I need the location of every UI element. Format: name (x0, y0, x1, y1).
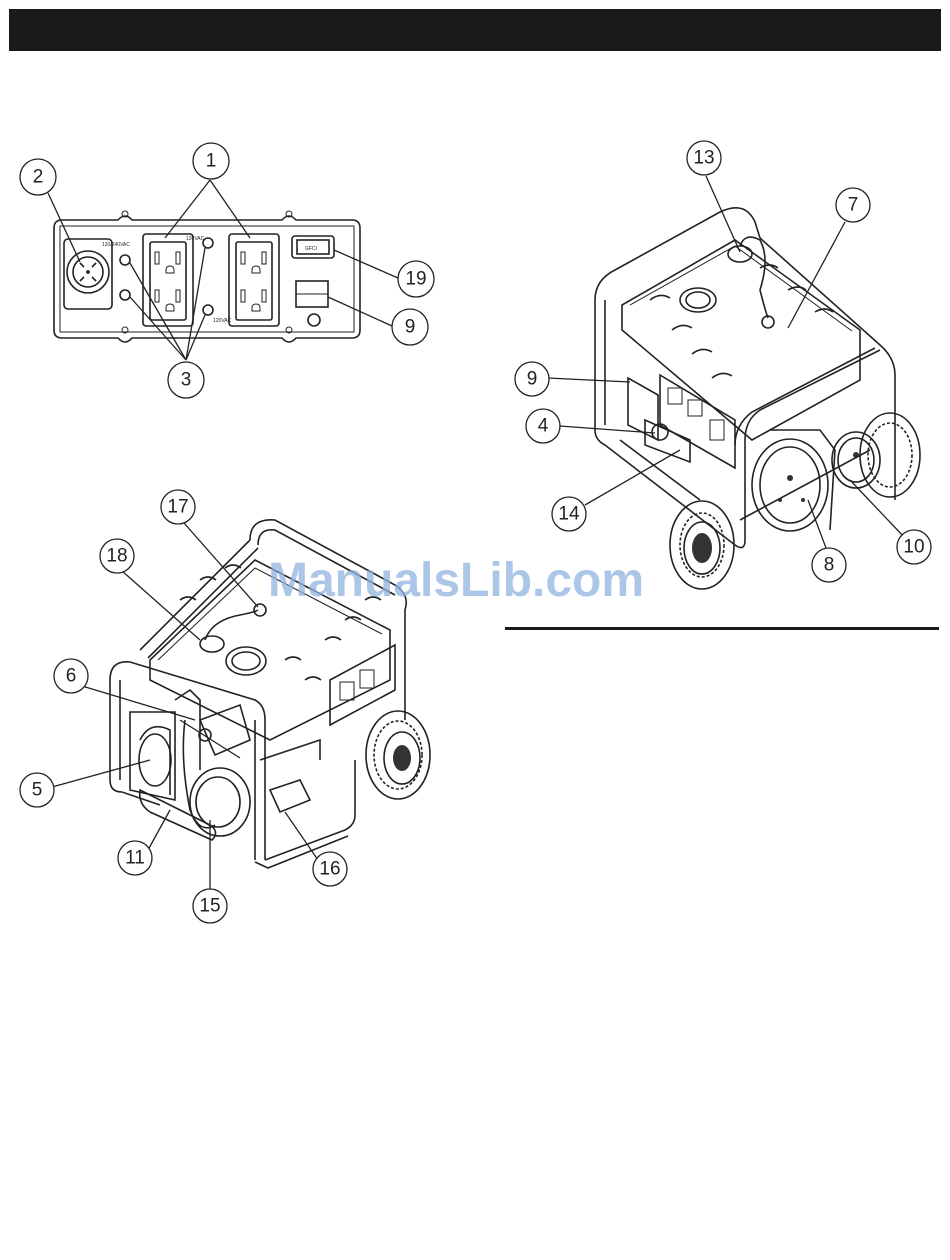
svg-text:11: 11 (125, 848, 145, 869)
callout-18: 18 (100, 539, 134, 573)
recoil-starter (190, 768, 250, 836)
control-panel: 120/240VAC 120VAC 120VAC GFCI (54, 211, 360, 342)
callout-7: 7 (836, 188, 870, 222)
duplex-receptacle-right (229, 234, 279, 326)
svg-text:10: 10 (903, 537, 924, 558)
muffler (832, 432, 880, 488)
svg-text:19: 19 (405, 269, 426, 290)
fuel-gauge (728, 246, 752, 262)
breaker-icon (120, 290, 130, 300)
air-filter (130, 712, 175, 800)
callout-2: 2 (20, 159, 56, 195)
callout-19: 19 (398, 261, 434, 297)
breaker-icon (120, 255, 130, 265)
svg-text:18: 18 (106, 546, 127, 567)
ground-terminal (308, 314, 320, 326)
callout-10: 10 (897, 530, 931, 564)
panel-leaders (48, 180, 398, 360)
generator-rear-view (595, 208, 920, 589)
rear-view-leaders (548, 176, 905, 548)
breaker-icon (203, 305, 213, 315)
svg-text:9: 9 (405, 317, 416, 338)
svg-text:15: 15 (199, 896, 220, 917)
svg-text:7: 7 (848, 195, 859, 216)
label-120-240vac: 120/240VAC (102, 242, 130, 248)
wheel-right (860, 413, 920, 497)
callout-3: 3 (168, 362, 204, 398)
callout-13: 13 (687, 141, 721, 175)
callout-14: 14 (552, 497, 586, 531)
svg-text:5: 5 (32, 780, 43, 801)
svg-text:1: 1 (206, 151, 217, 172)
twist-lock-receptacle (64, 239, 112, 309)
breaker-icon (203, 238, 213, 248)
wheel-front (366, 711, 430, 799)
alternator (752, 439, 828, 531)
svg-text:8: 8 (824, 555, 835, 576)
svg-text:6: 6 (66, 666, 77, 687)
callout-5: 5 (20, 773, 54, 807)
callout-15: 15 (193, 889, 227, 923)
callout-16: 16 (313, 852, 347, 886)
callout-17: 17 (161, 490, 195, 524)
svg-text:4: 4 (538, 416, 549, 437)
handle (140, 790, 216, 840)
label-120vac-a: 120VAC (186, 236, 205, 242)
callout-6: 6 (54, 659, 88, 693)
svg-text:9: 9 (527, 369, 538, 390)
watermark: ManualsLib.com (268, 554, 644, 607)
callout-1: 1 (193, 143, 229, 179)
duplex-receptacle-left (143, 234, 193, 326)
svg-text:14: 14 (558, 504, 580, 525)
callout-11: 11 (118, 841, 152, 875)
wheel-left (670, 501, 734, 589)
callout-4: 4 (526, 409, 560, 443)
svg-text:2: 2 (33, 167, 44, 188)
callout-9-rear: 9 (515, 362, 549, 396)
svg-text:13: 13 (693, 148, 714, 169)
callout-9-panel: 9 (392, 309, 428, 345)
label-gfci: GFCI (305, 246, 317, 252)
svg-text:17: 17 (167, 497, 188, 518)
svg-text:16: 16 (319, 859, 340, 880)
svg-text:3: 3 (181, 370, 192, 391)
callout-8: 8 (812, 548, 846, 582)
